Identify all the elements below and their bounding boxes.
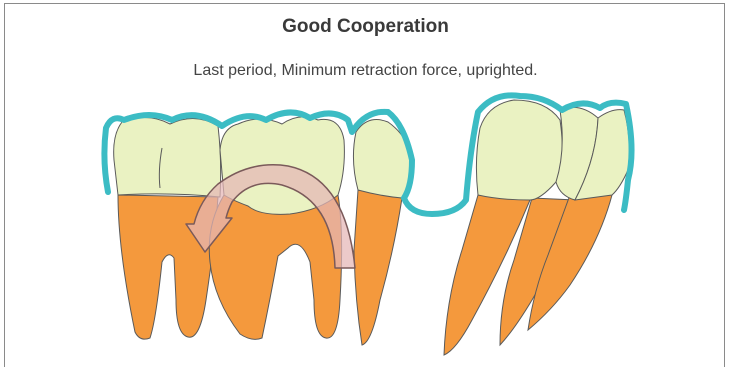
premolar-root [354,190,402,345]
molar-middle-roots [209,195,341,339]
molar-left-crown [114,117,221,197]
incisor-roots [444,195,612,355]
incisor-crowns [476,100,629,200]
